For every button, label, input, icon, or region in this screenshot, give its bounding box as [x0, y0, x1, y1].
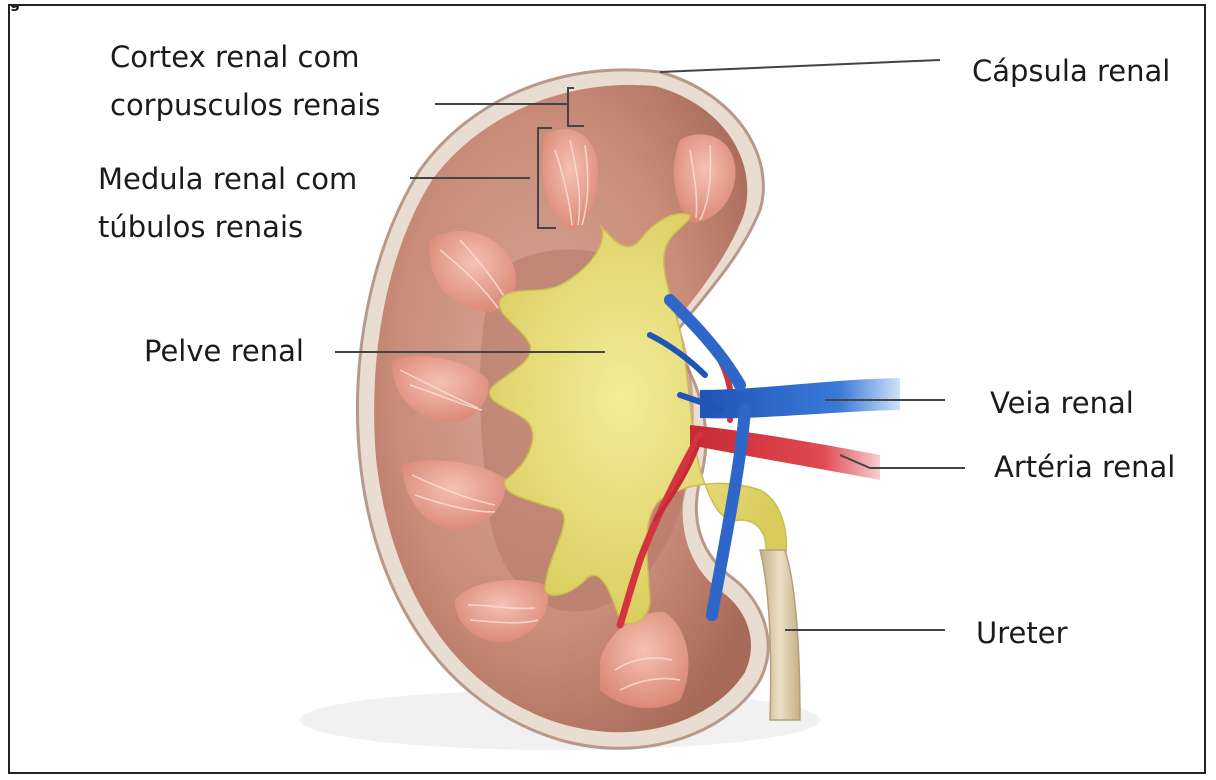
- label-ureter: Ureter: [976, 614, 1068, 652]
- label-cortex-line1: Cortex renal com: [110, 38, 360, 76]
- label-capsula: Cápsula renal: [972, 52, 1170, 90]
- label-cortex-line2: corpusculos renais: [110, 86, 380, 124]
- label-veia: Veia renal: [990, 384, 1134, 422]
- label-arteria: Artéria renal: [994, 448, 1175, 486]
- label-pelve: Pelve renal: [144, 332, 304, 370]
- label-medula-line1: Medula renal com: [98, 160, 357, 198]
- label-medula-line2: túbulos renais: [98, 208, 303, 246]
- leader-line-capsula: [660, 60, 940, 72]
